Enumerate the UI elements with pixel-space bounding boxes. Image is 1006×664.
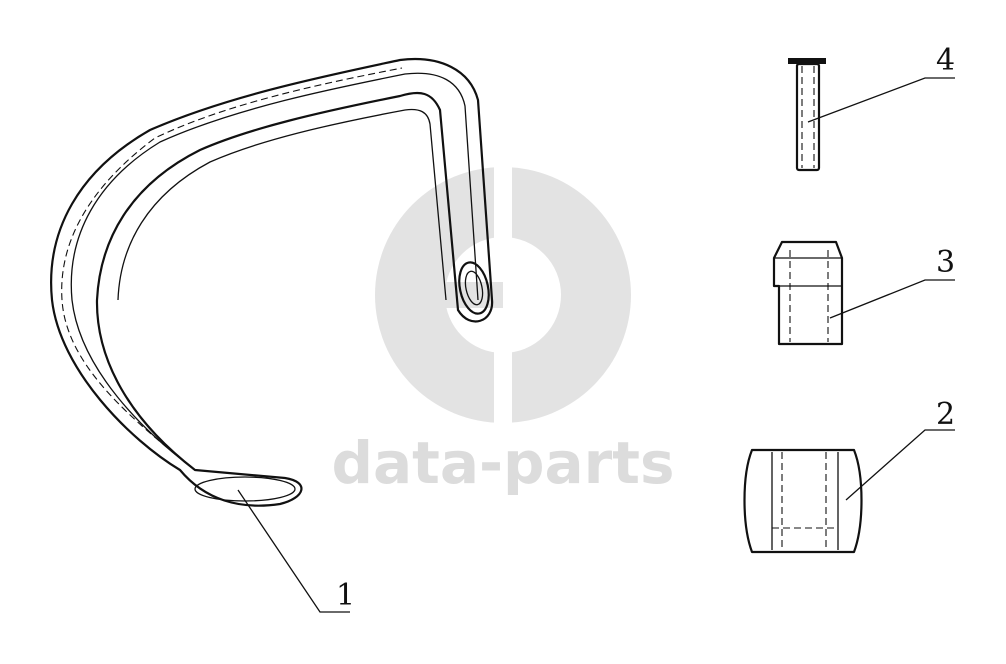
callout-label-3: 3 [936, 245, 955, 280]
watermark-brand-text: data-parts [331, 429, 674, 497]
pin-part [788, 58, 826, 172]
callout-label-4: 4 [936, 43, 955, 78]
leader-3 [829, 279, 955, 319]
leader-lines [237, 77, 955, 613]
sleeve-part [772, 240, 844, 346]
leader-1 [237, 489, 350, 613]
callout-label-1: 1 [336, 578, 355, 613]
dp-logo-icon [375, 160, 631, 430]
bracket-clip-part [50, 58, 494, 507]
nut-part [743, 448, 863, 554]
leader-2 [845, 429, 955, 501]
callout-label-2: 2 [936, 397, 955, 432]
leader-4 [807, 77, 955, 123]
